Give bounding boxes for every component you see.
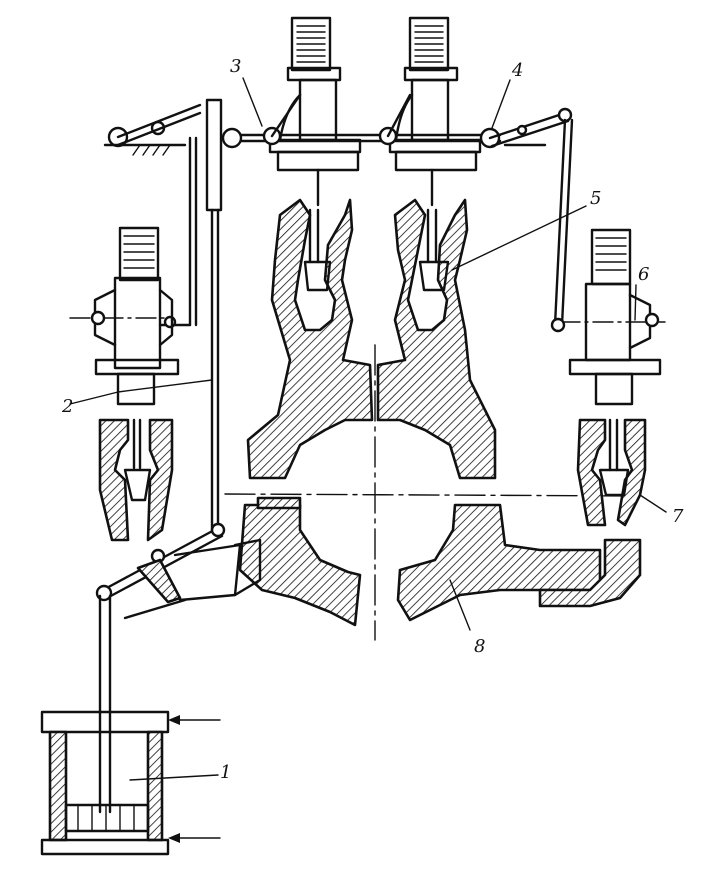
central-valve-body-left	[246, 198, 374, 480]
label-6: 6	[638, 264, 649, 285]
central-valve-body-right	[376, 198, 497, 480]
pressure-arrows	[168, 715, 221, 843]
lower-lever	[95, 522, 262, 620]
top-left-valve-actuator	[268, 16, 362, 207]
callout-labels: 1 2 3 4 5 6 7 8	[61, 56, 684, 783]
label-8: 8	[474, 636, 485, 657]
label-3: 3	[230, 56, 241, 77]
top-right-valve-actuator	[388, 16, 482, 207]
right-valve-7	[538, 418, 647, 608]
left-valve-2	[90, 226, 180, 542]
lower-ring-left	[238, 496, 362, 627]
right-pivot-linkage	[488, 107, 574, 333]
axis-lines	[69, 317, 666, 641]
right-valve-6	[568, 228, 662, 406]
actuator-cylinder-1	[40, 594, 170, 856]
label-5: 5	[590, 188, 601, 209]
left-pivot-linkage	[103, 103, 202, 329]
label-4: 4	[511, 60, 523, 81]
label-7: 7	[672, 506, 684, 527]
label-2: 2	[61, 396, 73, 417]
label-1: 1	[220, 762, 231, 783]
leader-lines	[69, 77, 667, 781]
vertical-control-rod	[205, 98, 223, 532]
lower-ring-right	[396, 503, 602, 622]
